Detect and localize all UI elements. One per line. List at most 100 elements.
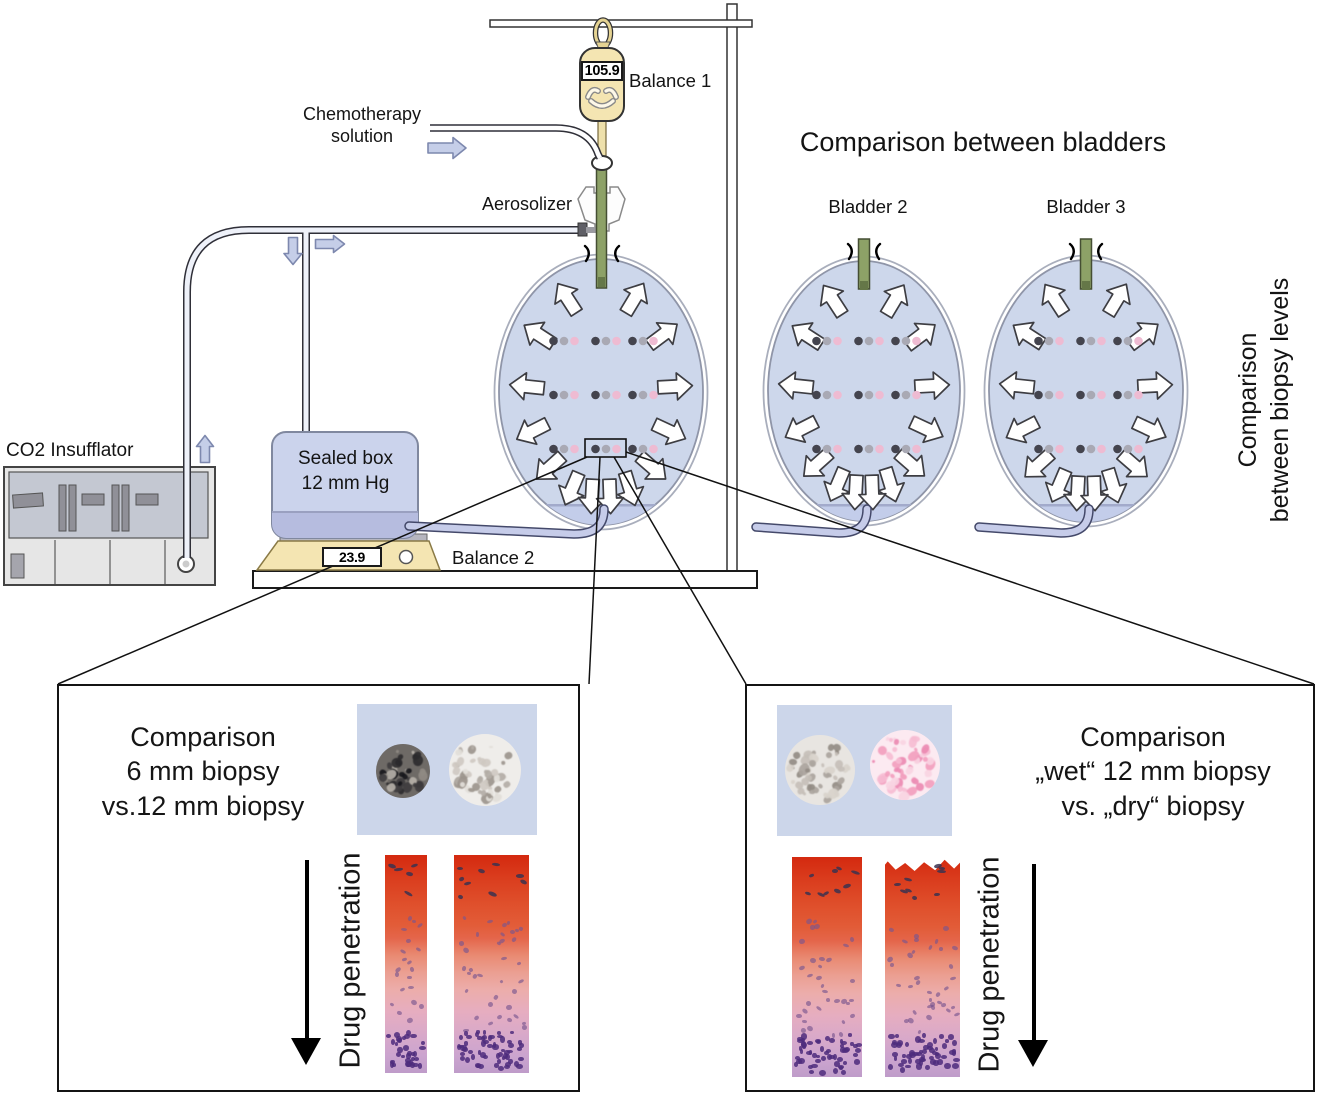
cell-nucleus [893,1056,898,1062]
cell-nucleus [930,1004,936,1011]
cell-nucleus [518,1056,525,1062]
cell-nucleus [801,1019,807,1024]
zoom-line [57,456,588,685]
cell-nucleus [950,1005,956,1010]
cell-nucleus [517,1047,522,1051]
cell-nucleus [841,1070,846,1075]
cell-nucleus [517,1040,522,1045]
left-panel-title: Comparison 6 mm biopsy vs.12 mm biopsy [67,720,339,823]
biopsy-dot [1134,390,1143,400]
cell-nucleus [462,946,471,955]
outflow-arrow-icon [907,415,944,444]
cell-nucleus [928,1055,935,1061]
cell-nucleus [390,1061,395,1068]
cell-nucleus [896,1040,904,1046]
control-knob-icon [58,484,67,532]
biopsy-dot [1123,390,1133,400]
biopsy-dot [833,336,842,346]
biopsy-dot [601,336,611,346]
outflow-arrow-icon [879,284,909,319]
cell-nucleus [940,1055,947,1060]
outflow-arrow-icon [1115,448,1148,478]
sealed-box [271,431,419,539]
pool-surface [989,504,1183,507]
flow-arrow-icon [427,136,467,160]
cell-nucleus [927,990,933,995]
power-switch-icon [10,553,25,579]
cell-nucleus [887,1063,893,1070]
cell-nucleus [808,1065,813,1070]
chemo-solution-label: Chemotherapy solution [283,104,441,148]
balance-1-body [579,47,625,122]
cell-nucleus [794,1055,801,1060]
cell-nucleus [888,1033,896,1040]
cell-nucleus [846,1002,850,1006]
biopsy-dot [833,390,842,400]
cell-nucleus [797,1036,803,1042]
cell-nucleus [922,1048,928,1055]
control-knob-icon [121,484,130,532]
cell-nucleus [902,938,909,944]
cell-nucleus [918,1056,925,1063]
outflow-arrow-icon [1044,466,1073,503]
cell-nucleus [849,1012,856,1019]
cell-nucleus [941,1002,948,1008]
cell-nucleus [805,1000,811,1006]
purse-string-mark [875,242,882,261]
cell-nucleus [948,963,955,970]
biopsy-dot [638,390,648,400]
cell-nucleus [796,1058,802,1065]
cell-nucleus [418,1046,426,1050]
cell-nucleus [934,1046,939,1052]
right-panel-title: Comparison „wet“ 12 mm biopsy vs. „dry“ … [997,720,1309,823]
cell-nucleus [935,991,942,998]
cell-nucleus [927,1045,934,1050]
cell-nucleus [928,944,933,950]
biopsy-dot [822,444,832,454]
cell-nucleus [889,962,895,968]
biopsy-punch-12mm [449,734,521,806]
outflow-arrow-icon [819,284,849,319]
cell-nucleus [825,1035,831,1041]
purse-string-mark [583,244,590,263]
cell-nucleus [934,938,939,945]
cell-nucleus [516,1063,524,1069]
cell-nucleus [853,1053,859,1058]
biopsy-dot [1097,444,1106,454]
cell-nucleus [386,1033,392,1038]
cell-nucleus [493,1063,499,1068]
catheter-tip [1082,281,1090,290]
cell-nucleus [904,1041,910,1048]
biopsy-dot [591,390,600,400]
drug-penetration-label: Drug penetration [334,852,367,1069]
cell-nucleus [495,1014,503,1021]
biopsy-dot [591,444,600,454]
cell-nucleus [951,1063,959,1069]
punch-texture [449,734,521,806]
cell-nucleus [410,998,419,1006]
biopsy-dot [875,336,884,346]
biopsy-dot [864,444,874,454]
cell-nucleus [932,1038,938,1045]
cell-nucleus [943,986,949,992]
cell-nucleus [942,925,950,932]
drug-penetration-arrowhead-icon [1018,1040,1048,1067]
histology-strip [792,857,862,1077]
cell-nucleus [804,890,812,896]
outflow-arrow-icon [893,447,926,477]
biopsy-dot [570,390,579,400]
biopsy-dot [891,444,900,454]
biopsy-dot [649,390,658,400]
cell-nucleus [496,1034,504,1039]
cell-nucleus [842,1060,848,1066]
cell-nucleus [417,922,424,929]
cell-nucleus [519,878,528,886]
outflow-arrow-icon [650,417,687,446]
cell-nucleus [911,895,918,902]
cell-nucleus [496,1052,500,1059]
zoom-line [613,456,747,685]
cell-nucleus [396,1010,403,1016]
biopsy-dot [833,444,842,454]
cell-nucleus [908,1050,915,1057]
outflow-arrow-icon [656,372,694,401]
